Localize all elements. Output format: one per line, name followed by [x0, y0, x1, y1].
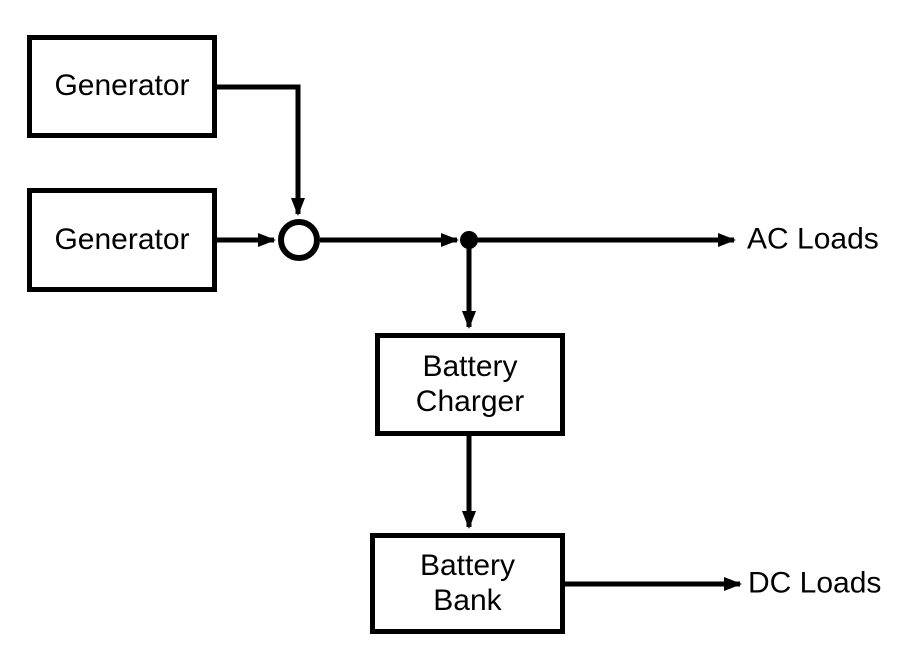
ac-loads-label: AC Loads [747, 222, 879, 256]
battery-bank-label-line2: Bank [433, 583, 502, 617]
generator-bottom-label: Generator [54, 222, 190, 256]
edge-generator-top-to-combiner [217, 84, 305, 216]
node-battery-bank: Battery Bank [370, 533, 565, 634]
node-generator-top: Generator [27, 35, 217, 138]
node-battery-charger: Battery Charger [375, 333, 565, 436]
battery-charger-label-line2: Charger [415, 384, 525, 418]
node-generator-bottom: Generator [27, 188, 217, 292]
battery-bank-label-line1: Battery [419, 549, 516, 583]
generator-top-label: Generator [54, 69, 190, 103]
combiner-junction-icon [278, 219, 320, 261]
dc-loads-label: DC Loads [748, 566, 882, 600]
battery-charger-label-line1: Battery [422, 350, 518, 384]
bus-tap-junction-icon [460, 231, 478, 249]
